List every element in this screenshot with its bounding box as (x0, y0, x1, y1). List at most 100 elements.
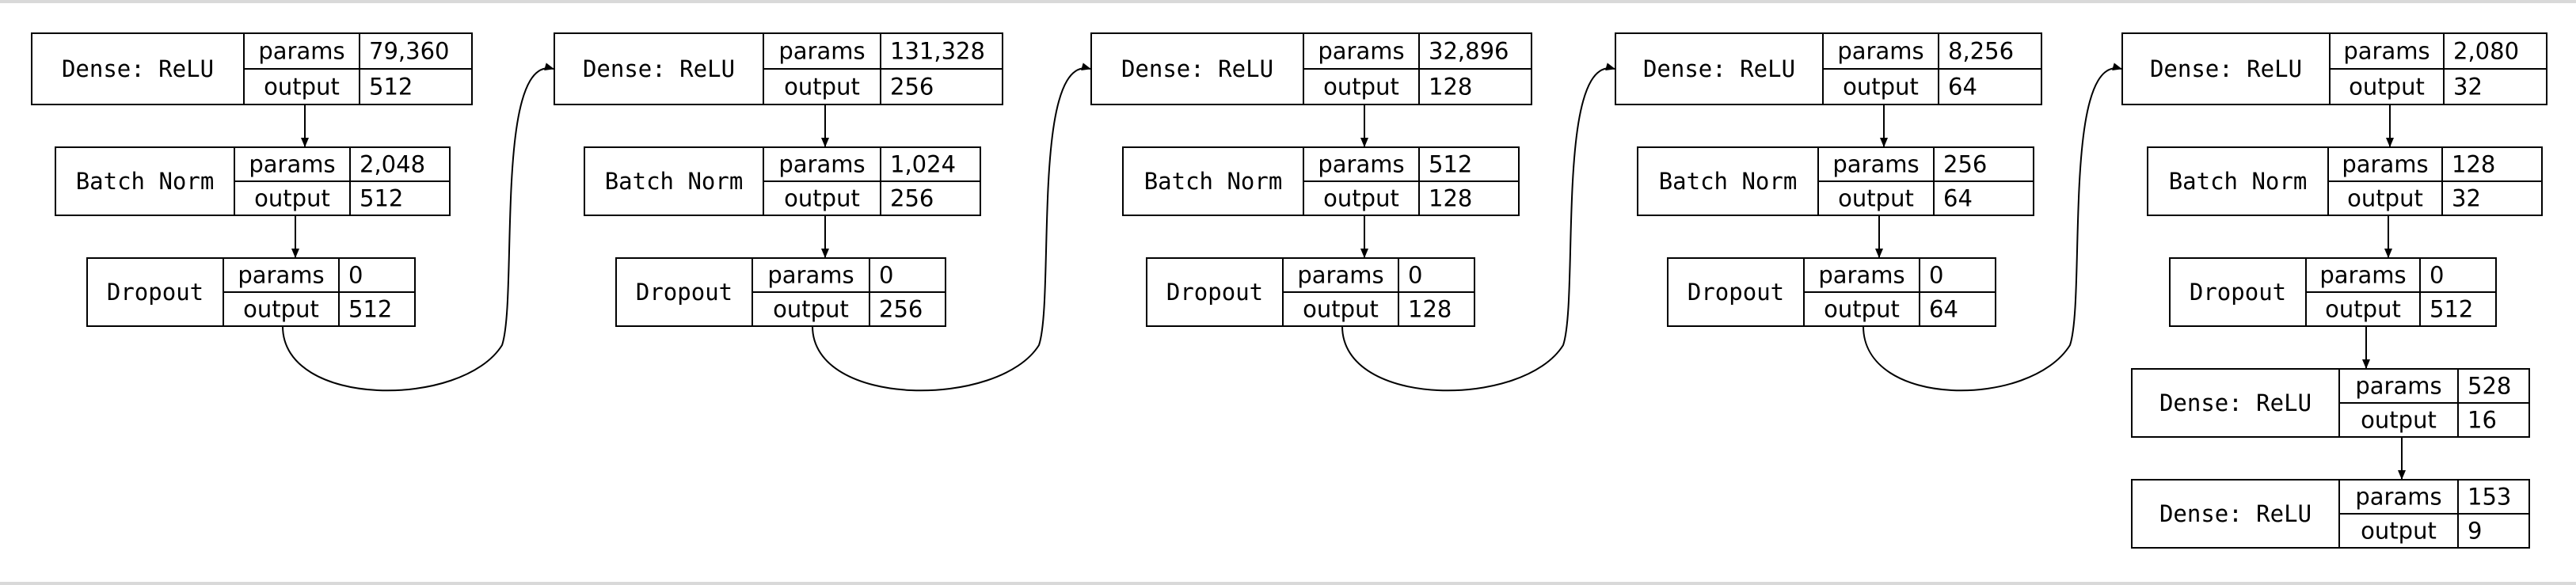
layer-name: Dropout (636, 279, 732, 306)
layer-5-dense-relu-node: Dense: ReLU params output 528 16 (2131, 368, 2530, 438)
layer-name: Dense: ReLU (2159, 500, 2312, 527)
layer-name: Dense: ReLU (62, 55, 214, 82)
output-value: 64 (1943, 185, 1973, 212)
output-value: 32 (2452, 185, 2481, 212)
layer-name: Dense: ReLU (1121, 55, 1273, 82)
layer-name: Dropout (1688, 279, 1784, 306)
output-value: 128 (1429, 74, 1472, 101)
layer-name: Dropout (1166, 279, 1263, 306)
params-value: 79,360 (369, 38, 449, 65)
output-label: output (1323, 185, 1399, 212)
output-label: output (1303, 296, 1379, 323)
params-label: params (2342, 151, 2428, 178)
output-value: 32 (2453, 74, 2483, 101)
layer-name: Batch Norm (1144, 168, 1283, 195)
output-label: output (1824, 296, 1900, 323)
layer-1-batch-norm-node: Batch Norm params output 2,048 512 (55, 146, 451, 216)
params-value: 153 (2468, 484, 2511, 511)
output-label: output (264, 74, 340, 101)
output-value: 9 (2468, 518, 2482, 545)
output-value: 512 (369, 74, 413, 101)
output-label: output (2325, 296, 2401, 323)
output-label: output (254, 185, 330, 212)
output-label: output (2347, 185, 2423, 212)
layer-2-dropout-node: Dropout params output 0 256 (615, 257, 946, 327)
params-label: params (1318, 151, 1404, 178)
params-label: params (2355, 373, 2441, 400)
params-label: params (2343, 38, 2430, 65)
column-connector (1341, 63, 1615, 392)
params-label: params (2355, 484, 2441, 511)
output-value: 512 (2430, 296, 2473, 323)
output-label: output (773, 296, 849, 323)
params-label: params (778, 38, 865, 65)
layer-2-dense-relu-node: Dense: ReLU params output 131,328 256 (554, 32, 1003, 105)
params-value: 128 (2452, 151, 2495, 178)
params-value: 0 (2430, 262, 2444, 289)
params-label: params (767, 262, 854, 289)
layer-name: Batch Norm (2169, 168, 2308, 195)
output-value: 256 (879, 296, 923, 323)
params-label: params (258, 38, 344, 65)
output-label: output (1838, 185, 1914, 212)
output-value: 512 (360, 185, 403, 212)
params-value: 32,896 (1429, 38, 1509, 65)
output-label: output (1323, 74, 1399, 101)
params-value: 0 (1929, 262, 1943, 289)
column-connector (1863, 63, 2122, 392)
layer-5-dense-relu-node: Dense: ReLU params output 153 9 (2131, 479, 2530, 549)
output-label: output (243, 296, 319, 323)
layer-name: Batch Norm (1659, 168, 1798, 195)
output-label: output (784, 74, 860, 101)
output-value: 256 (890, 185, 934, 212)
params-label: params (1318, 38, 1404, 65)
params-value: 0 (1408, 262, 1422, 289)
layer-3-dropout-node: Dropout params output 0 128 (1146, 257, 1475, 327)
layer-name: Dropout (107, 279, 204, 306)
output-value: 64 (1948, 74, 1977, 101)
params-label: params (1818, 262, 1904, 289)
params-label: params (249, 151, 335, 178)
layer-name: Dense: ReLU (2150, 55, 2302, 82)
params-value: 1,024 (890, 151, 956, 178)
output-value: 128 (1408, 296, 1452, 323)
output-value: 512 (348, 296, 392, 323)
output-label: output (2361, 518, 2437, 545)
params-value: 0 (879, 262, 893, 289)
output-label: output (2361, 407, 2437, 434)
layer-name: Dropout (2190, 279, 2286, 306)
column-connector (812, 63, 1091, 392)
output-value: 16 (2468, 407, 2497, 434)
layer-5-dense-relu-node: Dense: ReLU params output 2,080 32 (2121, 32, 2547, 105)
params-label: params (1297, 262, 1383, 289)
params-value: 8,256 (1948, 38, 2014, 65)
layer-name: Dense: ReLU (583, 55, 735, 82)
params-value: 2,080 (2453, 38, 2519, 65)
params-label: params (238, 262, 324, 289)
layer-3-dense-relu-node: Dense: ReLU params output 32,896 128 (1090, 32, 1532, 105)
params-value: 256 (1943, 151, 1987, 178)
layer-5-batch-norm-node: Batch Norm params output 128 32 (2147, 146, 2543, 216)
params-label: params (1837, 38, 1923, 65)
output-label: output (2349, 74, 2425, 101)
layer-name: Batch Norm (76, 168, 215, 195)
params-value: 528 (2468, 373, 2511, 400)
params-value: 131,328 (890, 38, 985, 65)
params-label: params (1832, 151, 1919, 178)
output-value: 64 (1929, 296, 1958, 323)
layer-name: Dense: ReLU (1643, 55, 1795, 82)
output-value: 128 (1429, 185, 1472, 212)
layer-name: Batch Norm (605, 168, 744, 195)
params-label: params (778, 151, 865, 178)
layer-name: Dense: ReLU (2159, 389, 2312, 416)
params-value: 512 (1429, 151, 1472, 178)
output-value: 256 (890, 74, 934, 101)
params-value: 2,048 (360, 151, 425, 178)
layer-1-dense-relu-node: Dense: ReLU params output 79,360 512 (31, 32, 473, 105)
